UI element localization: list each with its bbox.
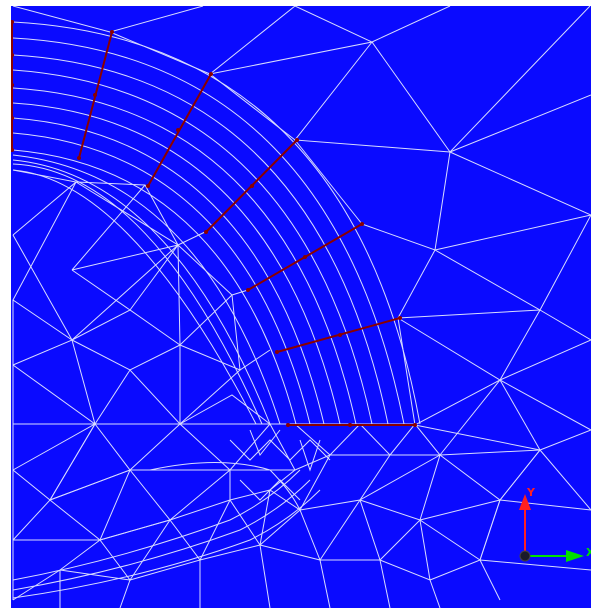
finite-element-mesh[interactable]: Y X bbox=[11, 6, 591, 608]
selected-edges[interactable] bbox=[11, 20, 415, 426]
y-axis-label: Y bbox=[526, 486, 536, 499]
y-axis-arrow-icon bbox=[519, 494, 531, 510]
mesh-viewport[interactable]: Y X bbox=[11, 6, 591, 608]
x-axis-arrow-icon bbox=[566, 550, 584, 562]
origin-icon bbox=[519, 550, 531, 562]
selected-nodes bbox=[11, 20, 417, 427]
axis-triad: Y X bbox=[519, 486, 591, 562]
mesh-edges bbox=[12, 6, 591, 608]
x-axis-label: X bbox=[586, 546, 591, 559]
